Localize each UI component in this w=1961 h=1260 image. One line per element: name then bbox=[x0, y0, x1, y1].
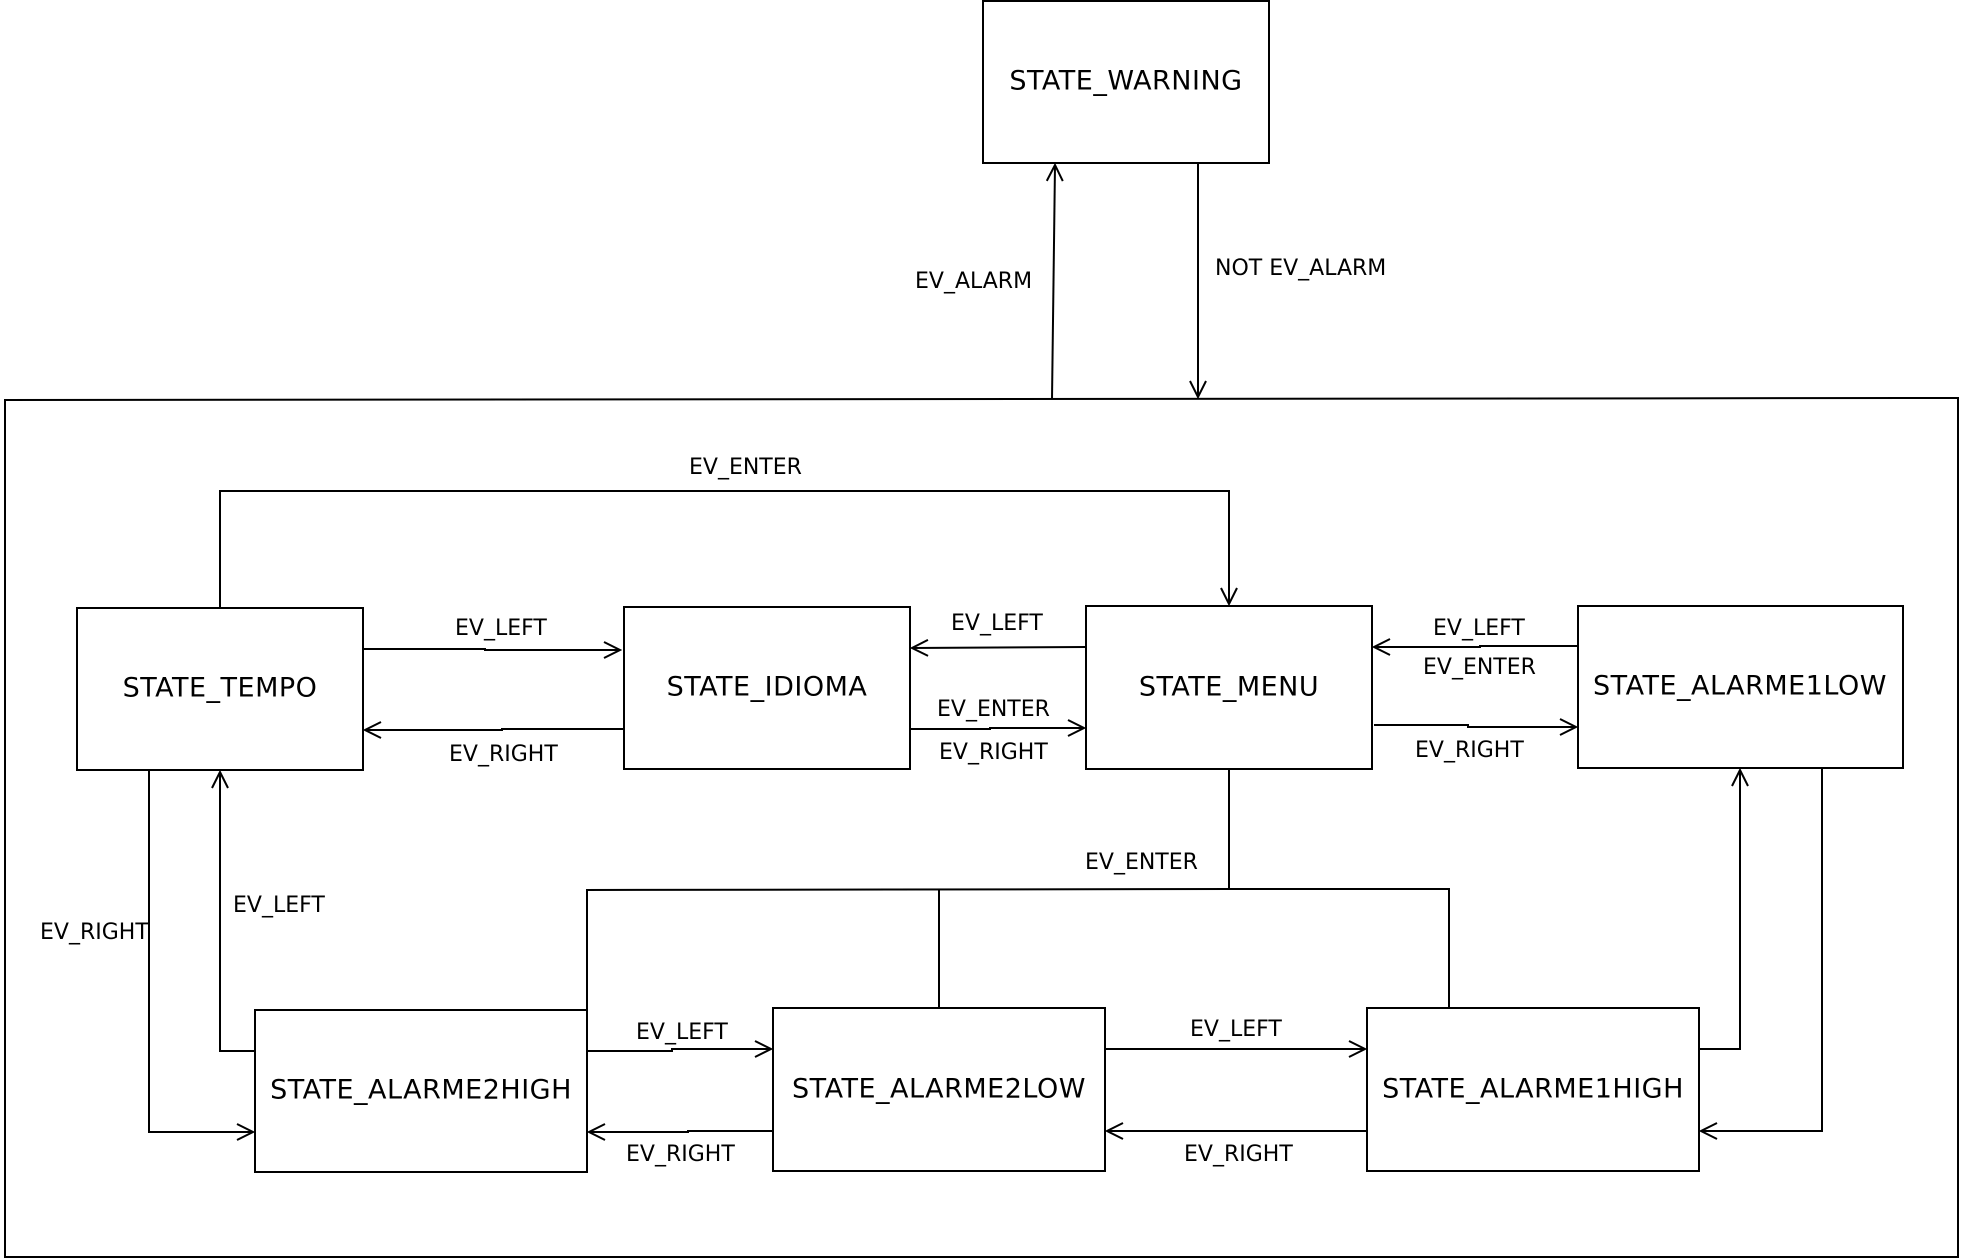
state-tempo[interactable]: STATE_TEMPO bbox=[76, 607, 364, 771]
edge-alarme2high-menu-enter bbox=[586, 888, 1230, 1010]
label-idioma-menu-enter: EV_ENTER bbox=[937, 697, 1050, 722]
edge-tempo-alarme2high-right bbox=[148, 770, 253, 1132]
label-idioma-menu-right: EV_RIGHT bbox=[939, 740, 1048, 765]
state-alarme1high[interactable]: STATE_ALARME1HIGH bbox=[1366, 1007, 1700, 1172]
edge-ev-alarm bbox=[1052, 165, 1055, 400]
state-alarme2low-label: STATE_ALARME2LOW bbox=[792, 1074, 1086, 1105]
state-menu-label: STATE_MENU bbox=[1139, 672, 1319, 703]
label-ev-alarm: EV_ALARM bbox=[915, 269, 1032, 294]
label-alarme2low-alarme1high-left: EV_LEFT bbox=[1190, 1017, 1282, 1042]
edge-tempo-idioma-left bbox=[363, 649, 620, 650]
state-alarme1low-label: STATE_ALARME1LOW bbox=[1593, 671, 1887, 702]
edge-alarme1low-menu-left bbox=[1374, 646, 1578, 647]
label-alarme2high-tempo-left: EV_LEFT bbox=[233, 893, 325, 918]
state-alarme1high-label: STATE_ALARME1HIGH bbox=[1382, 1074, 1684, 1105]
edge-alarme2high-tempo-left bbox=[220, 772, 255, 1052]
state-idioma[interactable]: STATE_IDIOMA bbox=[623, 606, 911, 770]
state-alarme2low[interactable]: STATE_ALARME2LOW bbox=[772, 1007, 1106, 1172]
label-alarme1high-alarme2low-right: EV_RIGHT bbox=[1184, 1142, 1293, 1167]
edge-alarme2high-alarme2low-left bbox=[587, 1049, 771, 1051]
state-alarme2high-label: STATE_ALARME2HIGH bbox=[270, 1075, 572, 1106]
label-alarme2high-alarme2low-left: EV_LEFT bbox=[636, 1020, 728, 1045]
label-alarme1low-menu-left: EV_LEFT bbox=[1433, 616, 1525, 641]
label-tempo-menu-enter: EV_ENTER bbox=[689, 455, 802, 480]
state-alarme1low[interactable]: STATE_ALARME1LOW bbox=[1577, 605, 1904, 769]
edge-alarme1high-alarme1low bbox=[1699, 770, 1740, 1050]
label-alarme2low-alarme2high-right: EV_RIGHT bbox=[626, 1142, 735, 1167]
label-menu-idioma-left: EV_LEFT bbox=[951, 611, 1043, 636]
label-idioma-tempo-right: EV_RIGHT bbox=[449, 742, 558, 767]
edge-tempo-menu-enter bbox=[219, 490, 1229, 608]
edge-idioma-tempo-right bbox=[365, 729, 624, 730]
state-idioma-label: STATE_IDIOMA bbox=[667, 672, 868, 703]
edge-menu-alarme1low-right bbox=[1374, 725, 1576, 727]
label-tempo-idioma-left: EV_LEFT bbox=[455, 616, 547, 641]
label-alarme1low-menu-enter: EV_ENTER bbox=[1423, 655, 1536, 680]
label-alarmes-menu-enter: EV_ENTER bbox=[1085, 850, 1198, 875]
edge-idioma-menu-enter bbox=[910, 728, 1084, 729]
state-alarme2high[interactable]: STATE_ALARME2HIGH bbox=[254, 1009, 588, 1173]
edge-alarme1high-menu-enter bbox=[1229, 888, 1450, 1008]
label-menu-alarme1low-right: EV_RIGHT bbox=[1415, 738, 1524, 763]
label-not-ev-alarm: NOT EV_ALARM bbox=[1215, 256, 1386, 281]
state-warning[interactable]: STATE_WARNING bbox=[982, 0, 1270, 164]
state-menu[interactable]: STATE_MENU bbox=[1085, 605, 1373, 770]
edge-menu-idioma-left bbox=[912, 647, 1087, 648]
state-warning-label: STATE_WARNING bbox=[1009, 66, 1242, 97]
state-tempo-label: STATE_TEMPO bbox=[123, 673, 318, 704]
label-tempo-alarme2high-right: EV_RIGHT bbox=[40, 920, 149, 945]
edge-alarme1low-alarme1high bbox=[1701, 768, 1823, 1131]
edge-alarme2low-alarme2high-right bbox=[589, 1131, 773, 1132]
superstate-frame bbox=[4, 396, 1959, 1258]
